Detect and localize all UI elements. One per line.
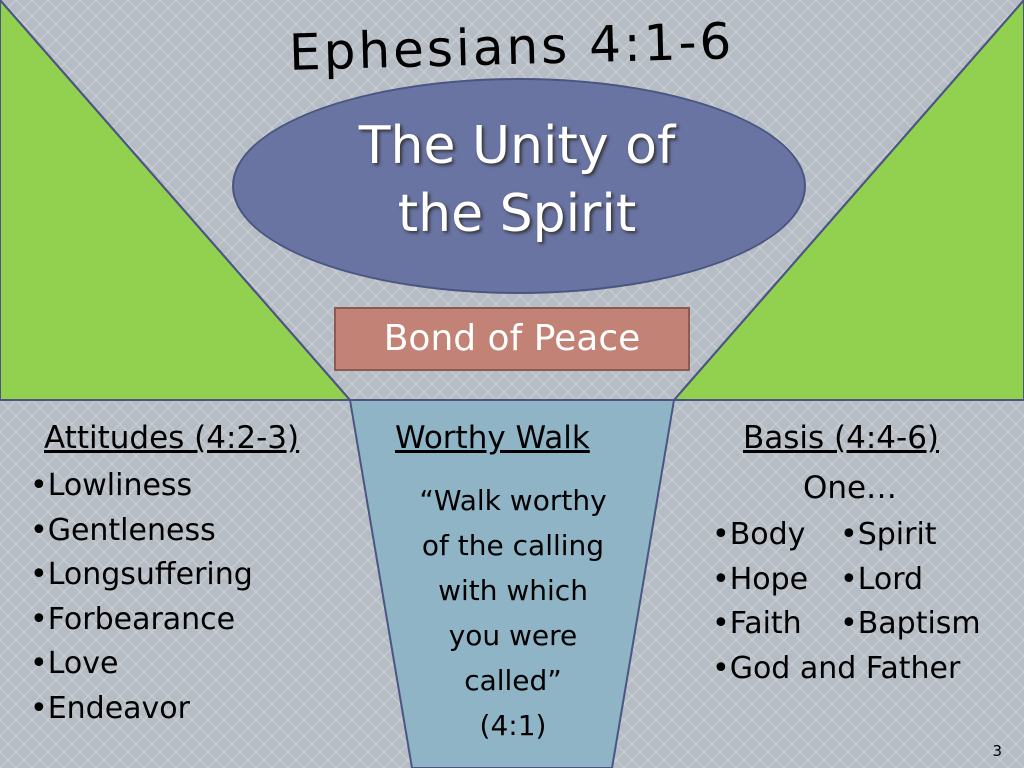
page-number: 3 <box>992 742 1002 760</box>
basis-item: •God and Father <box>712 650 961 686</box>
quote-line: of the calling <box>421 529 605 562</box>
worthy-walk-heading: Worthy Walk <box>395 420 590 456</box>
quote-line: you were <box>448 619 578 652</box>
basis-row: •Faith •Baptism <box>712 603 981 648</box>
right-divider <box>673 0 1024 401</box>
attitudes-heading: Attitudes (4:2-3) <box>44 420 300 456</box>
basis-item: •Faith <box>712 606 802 641</box>
theme-text: The Unity of the Spirit <box>232 112 802 248</box>
basis-item: •Body <box>712 517 806 552</box>
theme-line-2: the Spirit <box>397 184 637 244</box>
basis-item: •Lord <box>840 561 924 597</box>
funnel-shape <box>348 399 676 768</box>
left-divider <box>0 0 351 401</box>
list-item: •Lowliness <box>30 468 193 503</box>
basis-item: •Hope <box>712 561 809 597</box>
bond-of-peace-box: Bond of Peace <box>334 307 690 371</box>
worthy-walk-quote: “Walk worthy of the calling with which y… <box>372 478 654 748</box>
basis-item: •Baptism <box>840 606 981 641</box>
theme-line-1: The Unity of <box>358 116 676 176</box>
basis-row: •God and Father <box>712 648 981 693</box>
quote-line: “Walk worthy <box>419 484 607 517</box>
theme-oval <box>232 78 806 294</box>
list-item: •Gentleness <box>30 512 216 548</box>
quote-line: with which <box>438 574 588 607</box>
basis-row: •Body •Spirit <box>712 514 981 559</box>
basis-grid: •Body •Spirit •Hope •Lord •Faith •Baptism •… <box>712 514 981 692</box>
list-item: •Forbearance <box>30 601 236 637</box>
list-item: •Love <box>30 646 119 681</box>
basis-subheading: One… <box>802 470 898 506</box>
basis-item: •Spirit <box>840 517 937 552</box>
list-item: •Endeavor <box>30 690 190 726</box>
list-item: •Longsuffering <box>30 557 253 592</box>
quote-line: called” <box>464 664 562 697</box>
basis-heading: Basis (4:4-6) <box>743 420 940 456</box>
attitudes-list: •Lowliness •Gentleness •Longsuffering •F… <box>30 466 253 733</box>
basis-row: •Hope •Lord <box>712 559 981 604</box>
quote-reference: (4:1) <box>479 709 547 742</box>
